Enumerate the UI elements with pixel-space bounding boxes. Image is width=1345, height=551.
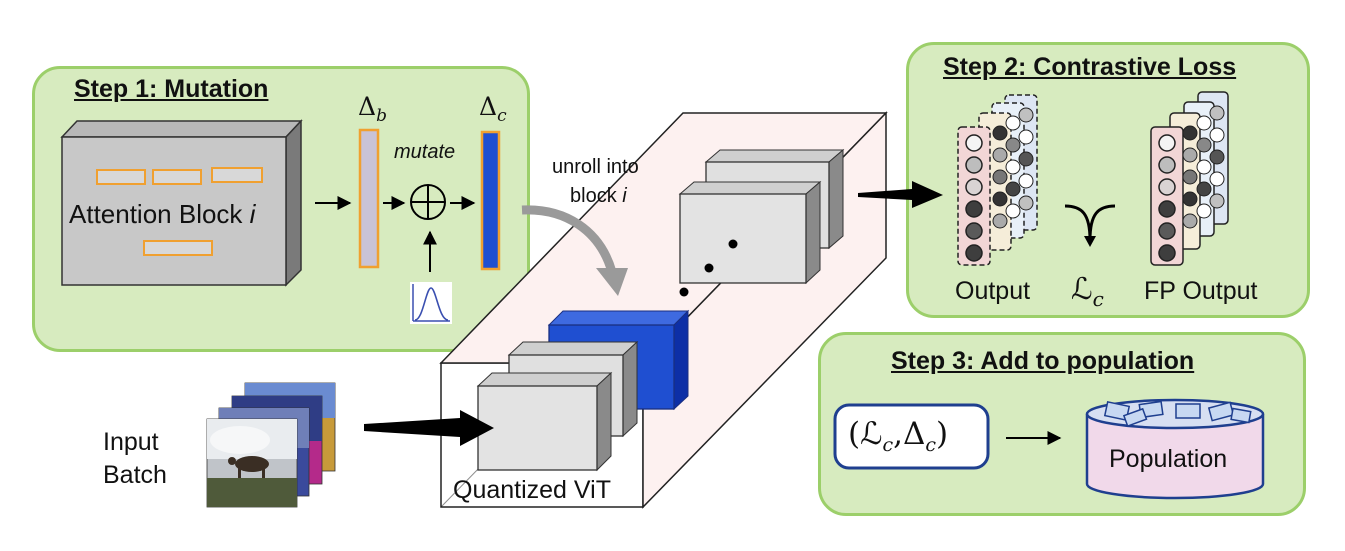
quantized-vit-label: Quantized ViT	[453, 476, 611, 504]
fp-output-stack	[1150, 91, 1229, 266]
tuple-open: (	[848, 416, 861, 452]
step1-title: Step 1: Mutation	[74, 75, 269, 103]
tuple-close: )	[936, 416, 949, 452]
ellipsis-dot	[704, 263, 714, 273]
step2-title: Step 2: Contrastive Loss	[943, 53, 1237, 81]
tuple-delta-sub: c	[925, 434, 936, 456]
delta-c-symbol: Δ	[479, 92, 498, 121]
ellipsis-dot	[728, 239, 738, 249]
arrow-input-to-model	[364, 410, 494, 446]
loss-label: ℒc	[1071, 272, 1104, 311]
attention-block-label: Attention Block i	[69, 201, 255, 227]
oplus-icon	[410, 184, 446, 220]
delta-b-bar	[358, 128, 380, 269]
contrastive-merge-icon	[1064, 204, 1116, 241]
delta-b-label: Δb	[358, 94, 387, 125]
output-label: Output	[955, 277, 1031, 305]
attention-block-text: Attention Block	[69, 199, 250, 229]
input-label-line2: Batch	[103, 461, 167, 489]
mutate-label: mutate	[394, 141, 456, 163]
step3-title: Step 3: Add to population	[891, 347, 1195, 375]
tuple-comma: ,	[893, 416, 903, 452]
input-label-line1: Input	[103, 428, 159, 456]
loss-sub: c	[1092, 287, 1104, 311]
delta-c-sub: c	[497, 106, 507, 126]
unroll-arrow	[521, 205, 628, 296]
vit-block-front-1	[476, 371, 613, 472]
unroll-label-line2: block i	[570, 186, 627, 206]
delta-b-sub: b	[376, 106, 387, 126]
unroll-block-index: i	[622, 185, 627, 207]
gaussian-noise-icon	[410, 282, 452, 324]
tuple-label: (ℒc,Δc)	[848, 418, 948, 455]
loss-symbol: ℒ	[1071, 272, 1093, 307]
ellipsis-dot	[679, 287, 689, 297]
tuple-box	[833, 403, 990, 470]
population-label: Population	[1109, 445, 1228, 473]
unroll-block-text: block	[570, 185, 623, 207]
delta-c-label: Δc	[479, 94, 507, 125]
vit-block-mid-back	[678, 180, 822, 285]
delta-b-symbol: Δ	[358, 92, 377, 121]
delta-c-bar	[480, 130, 501, 271]
tuple-loss: ℒ	[860, 416, 883, 452]
arrow-model-to-output	[858, 181, 943, 208]
attention-block-index: i	[249, 199, 256, 229]
tuple-delta: Δ	[902, 416, 926, 452]
population-cylinder	[1085, 398, 1265, 500]
input-batch-images	[206, 382, 336, 508]
attention-block	[60, 119, 303, 287]
unroll-label-line1: unroll into	[552, 156, 639, 178]
output-stack	[957, 94, 1038, 266]
fp-output-label: FP Output	[1144, 277, 1258, 305]
tuple-loss-sub: c	[882, 434, 894, 456]
